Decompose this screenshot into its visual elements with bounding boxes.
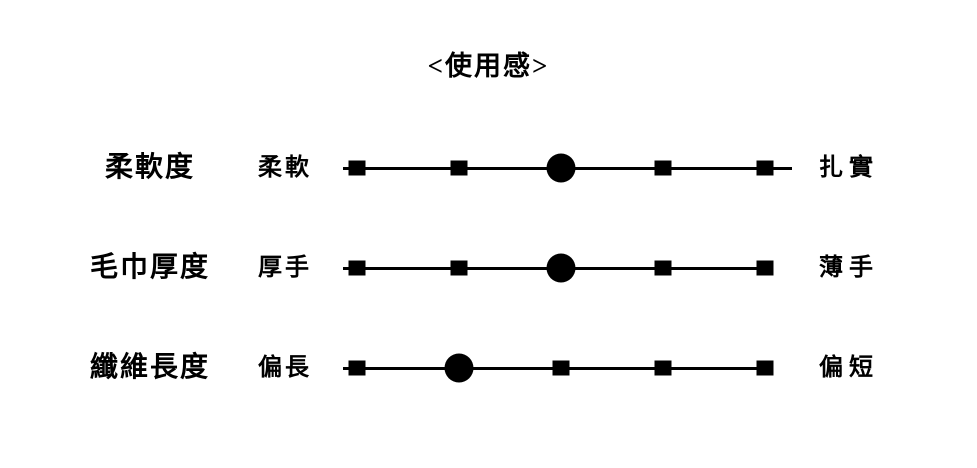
scale-tick	[654, 360, 672, 376]
scale-row-softness: 柔軟度 柔軟 扎實	[0, 148, 977, 188]
row-label-softness: 柔軟度	[104, 152, 195, 183]
scale-tick	[450, 160, 468, 176]
scale-tick	[756, 360, 774, 376]
scale-tick	[348, 160, 366, 176]
scale-row-fiber-length: 纖維長度 偏長 偏短	[0, 348, 977, 388]
scale-track	[343, 248, 774, 288]
chart-title: <使用感>	[427, 51, 550, 81]
scale-tick	[654, 260, 672, 276]
scale-tick	[348, 260, 366, 276]
left-anchor-label: 偏長	[258, 355, 312, 381]
left-anchor-label: 厚手	[258, 255, 312, 281]
right-anchor-label: 扎實	[819, 155, 879, 181]
scale-tick	[552, 360, 570, 376]
scale-track	[343, 348, 774, 388]
right-anchor-label: 偏短	[819, 355, 879, 381]
scale-tick	[348, 360, 366, 376]
scale-tick	[756, 160, 774, 176]
rating-dot	[444, 353, 474, 383]
row-label-fiber-length: 纖維長度	[89, 352, 210, 383]
scale-row-thickness: 毛巾厚度 厚手 薄手	[0, 248, 977, 288]
scale-tick	[654, 160, 672, 176]
rating-dot	[546, 253, 576, 283]
scale-tick	[756, 260, 774, 276]
scale-track	[343, 148, 792, 188]
rating-dot	[546, 153, 576, 183]
right-anchor-label: 薄手	[819, 255, 879, 281]
row-label-thickness: 毛巾厚度	[89, 252, 210, 283]
left-anchor-label: 柔軟	[258, 155, 312, 181]
scale-tick	[450, 260, 468, 276]
